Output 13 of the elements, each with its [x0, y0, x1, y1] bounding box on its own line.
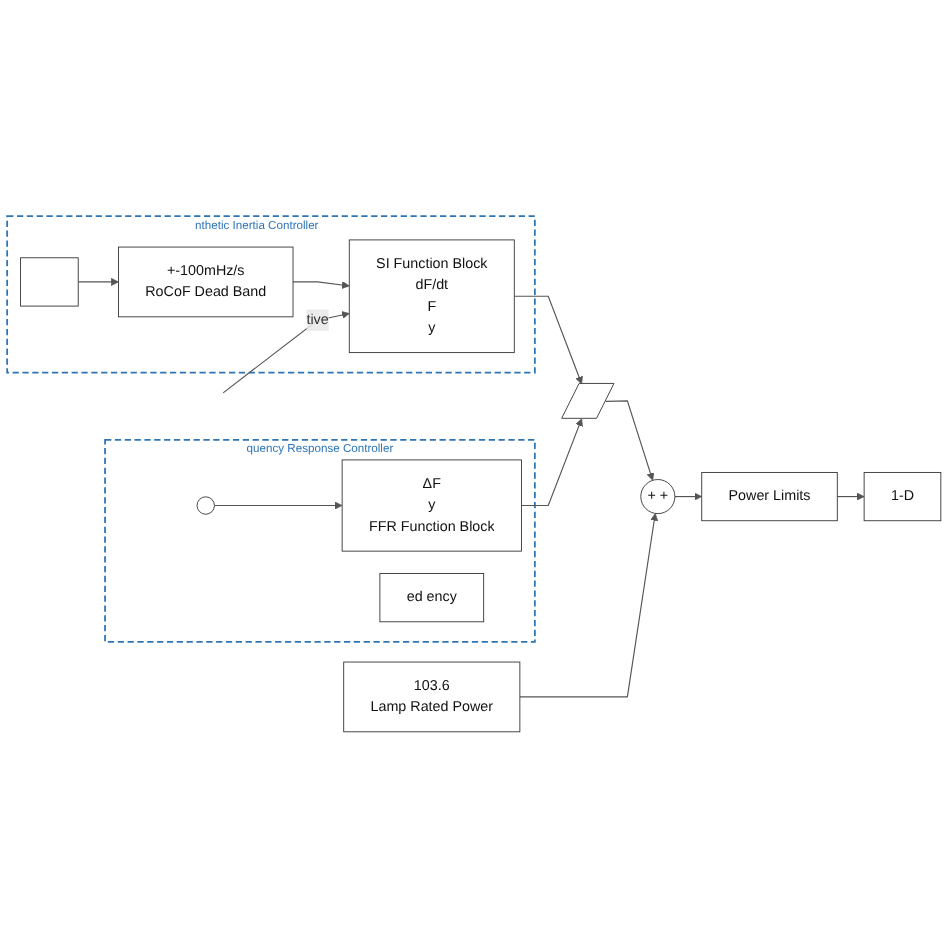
arrow: [520, 418, 583, 507]
node-circle: [196, 496, 215, 515]
node-switch: [561, 383, 615, 419]
arrow: [836, 492, 865, 501]
arrow: [674, 492, 703, 501]
arrow: [222, 311, 350, 394]
arrow: [77, 278, 119, 286]
arrow: [213, 501, 343, 510]
arrow: [292, 281, 350, 289]
node-box: [20, 257, 79, 307]
arrow: [605, 400, 655, 481]
arrow: [513, 295, 583, 385]
arrow: [519, 513, 659, 698]
